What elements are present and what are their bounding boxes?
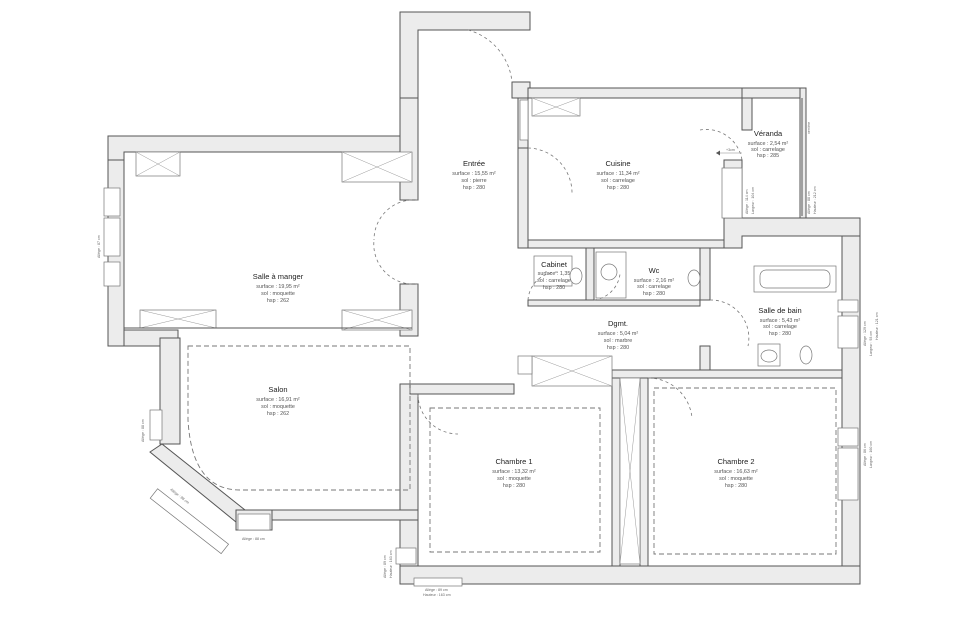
room-chambre2-name: Chambre 2 <box>717 457 754 466</box>
note-veranda-allege2: Allège : 88 cm <box>807 191 811 214</box>
room-veranda-name: Véranda <box>754 129 783 138</box>
room-cabinet-name: Cabinet <box>541 260 568 269</box>
room-wc-name: Wc <box>649 266 660 275</box>
step-arrow-head <box>716 150 720 156</box>
room-salon-surface: surface : 16,91 m² <box>256 397 300 403</box>
room-chambre2-hsp: hsp : 280 <box>725 483 747 489</box>
note-hauteur-ch1-side: Hauteur : 163 cm <box>389 550 393 578</box>
room-wc-hsp: hsp : 280 <box>643 291 665 297</box>
room-salon-sol: sol : moquette <box>261 404 295 410</box>
room-veranda-sol: sol : carrelage <box>751 147 785 153</box>
note-ch2-largeur: Largeur : 160 cm <box>869 441 873 468</box>
room-wc: Wc surface : 2,16 m² sol : carrelage hsp… <box>634 266 675 297</box>
note-allege-sam: Allège : 87 cm <box>97 235 101 258</box>
room-cabinet-surface: surface : 1,35 <box>538 271 571 277</box>
room-salle-de-bain: Salle de bain surface : 5,43 m² sol : ca… <box>758 306 801 337</box>
room-chambre1-hsp: hsp : 280 <box>503 483 525 489</box>
room-salon: Salon surface : 16,91 m² sol : moquette … <box>256 385 300 417</box>
annotations: Allège : 87 cm Allège : 88 cm Allège : 8… <box>97 122 879 597</box>
room-entree-hsp: hsp : 280 <box>463 185 485 191</box>
room-salon-hsp: hsp : 262 <box>267 411 289 417</box>
room-salle-a-manger-hsp: hsp : 262 <box>267 298 289 304</box>
room-dgmt-surface: surface : 5,04 m² <box>598 331 639 337</box>
windows <box>103 98 859 587</box>
room-salle-de-bain-hsp: hsp : 280 <box>769 331 791 337</box>
note-sdb-hauteur: Hauteur : 121 cm <box>875 312 879 340</box>
room-cuisine-name: Cuisine <box>605 159 630 168</box>
room-cuisine: Cuisine surface : 11,34 m² sol : carrela… <box>596 159 639 191</box>
room-chambre1-sol: sol : moquette <box>497 476 531 482</box>
note-allege-ch1-bottom: Allège : 89 cm <box>425 588 448 592</box>
room-entree-name: Entrée <box>463 159 485 168</box>
room-salle-de-bain-sol: sol : carrelage <box>763 324 797 330</box>
room-cuisine-sol: sol : carrelage <box>601 178 635 184</box>
note-ch2-allege: Allège : 86 cm <box>863 443 867 466</box>
note-veranda-verriere: verrière <box>807 122 811 134</box>
room-cabinet-hsp: hsp : 280 <box>543 285 565 291</box>
fixtures <box>124 97 837 565</box>
dashed-outlines <box>187 345 837 555</box>
room-chambre2: Chambre 2 surface : 16,63 m² sol : moque… <box>714 457 758 489</box>
room-veranda-hsp: hsp : 285 <box>757 153 779 159</box>
room-veranda-surface: surface : 2,54 m² <box>748 141 789 147</box>
note-veranda-largeur: Largeur : 104 cm <box>751 187 755 214</box>
room-dgmt-sol: sol : marbre <box>604 338 632 344</box>
note-veranda-hauteur: Hauteur : 212 cm <box>813 186 817 214</box>
room-dgmt-name: Dgmt. <box>608 319 628 328</box>
note-sdb-allege: Allège : 129 cm <box>863 321 867 346</box>
room-salle-a-manger-surface: surface : 19,95 m² <box>256 284 300 290</box>
note-sdb-largeur: Largeur : 93 cm <box>869 331 873 356</box>
room-chambre2-surface: surface : 16,63 m² <box>714 469 758 475</box>
room-salle-de-bain-surface: surface : 5,43 m² <box>760 318 801 324</box>
note-allege-bottom-salon: Allège : 88 cm <box>242 537 265 541</box>
room-salon-name: Salon <box>268 385 287 394</box>
note-veranda-allege: Allège : 114 cm <box>745 189 749 214</box>
room-dgmt: Dgmt. surface : 5,04 m² sol : marbre hsp… <box>598 319 639 351</box>
room-wc-surface: surface : 2,16 m² <box>634 278 675 284</box>
walls <box>107 11 861 585</box>
doors <box>373 29 750 435</box>
room-veranda: Véranda surface : 2,54 m² sol : carrelag… <box>748 129 789 159</box>
room-chambre2-sol: sol : moquette <box>719 476 753 482</box>
room-salle-de-bain-name: Salle de bain <box>758 306 801 315</box>
room-wc-sol: sol : carrelage <box>637 284 671 290</box>
room-entree: Entrée surface : 15,55 m² sol : pierre h… <box>452 159 496 191</box>
room-salle-a-manger-name: Salle à manger <box>253 272 304 281</box>
room-cabinet-sol: sol : carrelage <box>537 278 571 284</box>
room-salle-a-manger: Salle à manger surface : 19,95 m² sol : … <box>253 272 304 304</box>
room-cuisine-surface: surface : 11,34 m² <box>596 171 639 177</box>
room-entree-sol: sol : pierre <box>461 178 486 184</box>
room-chambre1-name: Chambre 1 <box>495 457 532 466</box>
room-salle-a-manger-sol: sol : moquette <box>261 291 295 297</box>
note-allege-salon: Allège : 88 cm <box>141 419 145 442</box>
note-step: +3cm <box>726 148 735 152</box>
note-hauteur-ch1-bottom: Hauteur : 163 cm <box>423 593 451 597</box>
room-chambre1: Chambre 1 surface : 13,32 m² sol : moque… <box>492 457 536 489</box>
room-cabinet: Cabinet surface : 1,35 sol : carrelage h… <box>537 260 571 291</box>
room-cuisine-hsp: hsp : 280 <box>607 185 629 191</box>
room-entree-surface: surface : 15,55 m² <box>452 171 496 177</box>
room-chambre1-surface: surface : 13,32 m² <box>492 469 536 475</box>
note-allege-ch1-side: Allège : 89 cm <box>383 555 387 578</box>
room-dgmt-hsp: hsp : 280 <box>607 345 629 351</box>
